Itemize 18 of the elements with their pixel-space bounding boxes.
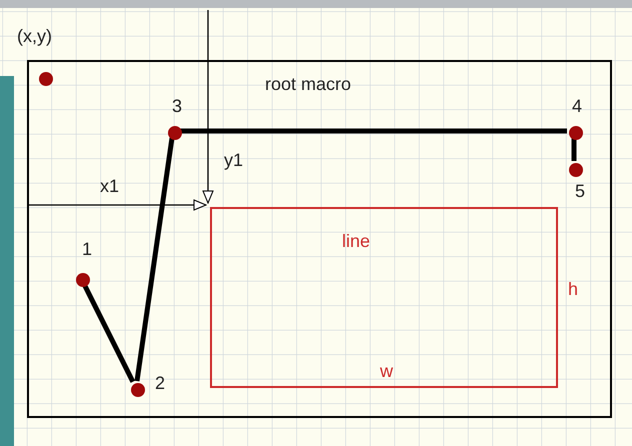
shape-label: line — [342, 231, 370, 251]
dimension-label: w — [380, 361, 393, 381]
point-number: (x,y) — [17, 26, 52, 46]
arrow — [202, 10, 214, 204]
polyline-segment — [82, 283, 136, 383]
dimension-label: h — [568, 279, 578, 299]
point-number: 4 — [572, 96, 582, 116]
polyline-segment — [134, 138, 174, 382]
edge-label: y1 — [224, 150, 244, 170]
arrow — [29, 200, 206, 210]
point-number: 2 — [155, 373, 166, 393]
polyline-segment — [572, 138, 576, 161]
box-title: root macro — [265, 74, 352, 94]
polyline-segment — [180, 128, 567, 134]
edge-label: x1 — [100, 176, 120, 196]
point-number: 3 — [172, 96, 182, 116]
point-number: 1 — [82, 239, 92, 259]
point-number: 5 — [575, 181, 586, 201]
